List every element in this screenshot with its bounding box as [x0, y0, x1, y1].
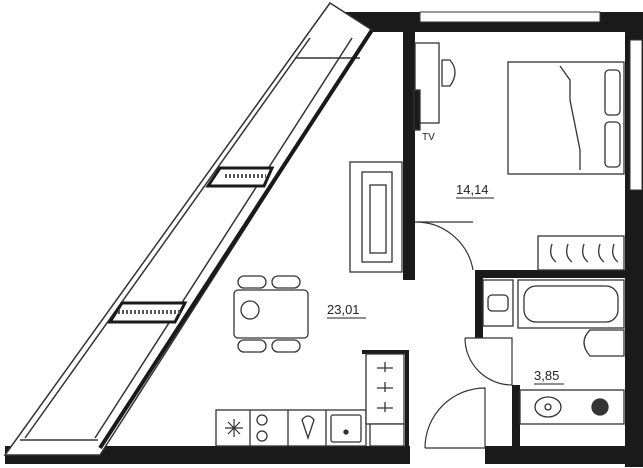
- door-entrance: [424, 387, 486, 449]
- hob-burner-2: [256, 430, 268, 442]
- wall-kitchen-top: [362, 350, 409, 354]
- balcony: [3, 1, 374, 456]
- balcony-rail-2: [94, 37, 353, 439]
- sofa-back: [369, 184, 387, 254]
- wall-bottom-gap: [410, 446, 485, 464]
- interior-walls: [362, 30, 625, 448]
- outer-walls: [5, 11, 643, 467]
- doors: [414, 221, 513, 449]
- sink-tap: [301, 415, 315, 441]
- kitchen: [215, 353, 405, 447]
- living-room: [233, 161, 403, 353]
- area-bedroom: 14,14: [456, 182, 489, 197]
- wall-kitchen-right: [405, 352, 409, 448]
- balcony-rail-1: [24, 37, 311, 439]
- bathtub-inner: [523, 285, 619, 323]
- door-bedroom: [414, 221, 474, 271]
- hob-burner-1: [256, 414, 268, 426]
- bedroom: TV: [413, 42, 625, 175]
- bathroom: [482, 235, 625, 425]
- wall-bath-top: [475, 270, 625, 278]
- chair-4: [271, 339, 301, 353]
- wall-partition-vertical: [403, 30, 415, 280]
- chair-3: [237, 339, 267, 353]
- wall-bath-left-lower: [512, 385, 520, 448]
- kitchen-sink: [330, 414, 362, 443]
- snowflake-icon: [225, 419, 243, 437]
- pillow-1: [604, 69, 621, 116]
- chair-2: [271, 275, 301, 289]
- desk-chair: [441, 59, 456, 87]
- tv-label: TV: [422, 132, 435, 143]
- diagonal-window-1: [205, 166, 275, 188]
- wall-bath-left: [475, 278, 483, 338]
- plate: [240, 300, 260, 320]
- toilet: [583, 329, 625, 357]
- towel-radiator: [537, 235, 625, 271]
- area-labels: 14,14 23,01 3,85: [327, 182, 564, 385]
- pillow-2: [604, 121, 621, 168]
- diagonal-windows: [107, 166, 275, 324]
- door-bathroom: [464, 337, 513, 386]
- balcony-outline: [3, 1, 374, 456]
- window-right: [629, 39, 643, 191]
- chair-1: [237, 275, 267, 289]
- tv: [413, 89, 421, 131]
- bed-blanket: [559, 65, 581, 170]
- area-bathroom: 3,85: [534, 368, 559, 383]
- window-top: [419, 11, 601, 23]
- pipe-box: [369, 423, 405, 447]
- wall-diagonal: [98, 28, 374, 450]
- area-living: 23,01: [327, 302, 360, 317]
- shower-drain: [591, 398, 609, 416]
